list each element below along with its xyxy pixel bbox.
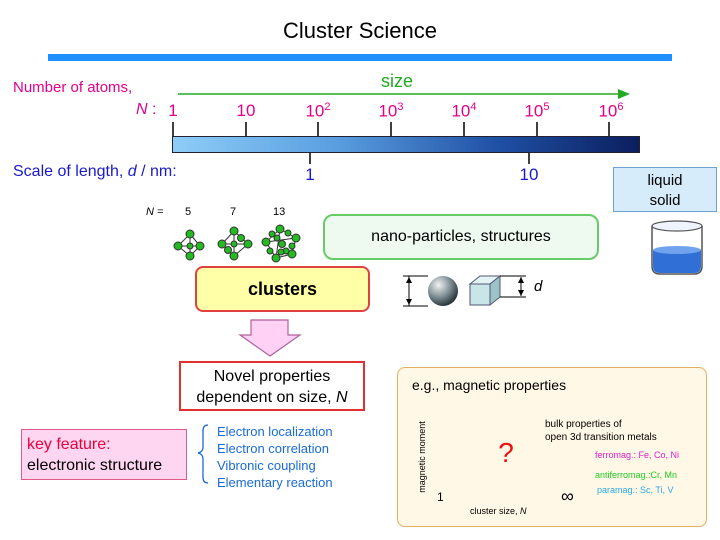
size-tick-label: 10 (236, 101, 256, 120)
antiferro-label: antiferromag.:Cr, Mn (595, 470, 678, 480)
particle-dimension-label: d (534, 278, 543, 295)
para-label: paramag.: Sc, Ti, V (597, 485, 674, 495)
cluster-size-label: 5 (185, 206, 192, 218)
list-item: Electron correlation (217, 441, 329, 456)
sphere-particle-icon (403, 275, 458, 307)
phase-solid-label: solid (649, 192, 681, 209)
size-tick-label: 1 (168, 101, 178, 120)
list-item: Elementary reaction (217, 475, 333, 490)
size-arrow-label: size (381, 71, 414, 91)
n-axis-symbol: N : (136, 101, 157, 118)
list-item: Vibronic coupling (217, 458, 316, 473)
atoms-axis-label: Number of atoms, (13, 79, 133, 96)
feature-brace-icon (197, 424, 209, 484)
size-arrow-head (618, 89, 630, 99)
down-arrow-icon (238, 319, 302, 357)
scale-gradient-bar (172, 136, 640, 153)
size-tick-label: 105 (524, 101, 550, 121)
question-mark: ? (498, 437, 514, 468)
phase-liquid-label: liquid (647, 172, 683, 189)
phase-box: liquid solid (613, 167, 717, 212)
list-item: Electron localization (217, 424, 333, 439)
x-axis-infinity-label: ∞ (561, 486, 574, 506)
size-tick-label: 103 (378, 101, 404, 121)
ferro-label: ferromag.: Fe, Co, Ni (595, 450, 680, 460)
title-underline-bar (48, 54, 672, 61)
bulk-properties-label: bulk properties of open 3d transition me… (545, 419, 657, 443)
length-ticks (309, 152, 530, 164)
size-ticks (172, 122, 610, 136)
cluster-5-icon (173, 229, 205, 261)
nano-particles-box: nano-particles, structures (323, 214, 599, 260)
magnetic-y-axis-label: magnetic moment (417, 421, 427, 493)
magnetic-panel-title: e.g., magnetic properties (412, 377, 567, 393)
cluster-13-icon (261, 224, 301, 263)
novel-properties-box: Novel properties dependent on size, N (179, 361, 365, 411)
x-axis-one-label: 1 (437, 490, 444, 504)
page-title: Cluster Science (282, 18, 438, 43)
key-feature-box: key feature: electronic structure (21, 429, 187, 480)
cluster-size-label: 7 (230, 206, 237, 218)
size-tick-label: 104 (451, 101, 477, 121)
cluster-size-label: 13 (273, 206, 286, 218)
length-tick-label: 10 (519, 165, 539, 184)
cluster-7-icon (217, 226, 253, 261)
cluster-n-prefix: N = (146, 206, 164, 218)
length-axis-label: Scale of length, d / nm: (13, 163, 177, 180)
beaker-icon (651, 220, 703, 275)
size-tick-label: 102 (305, 101, 331, 121)
cube-particle-icon (468, 274, 526, 307)
feature-list: Electron localization Electron correlati… (217, 423, 333, 491)
magnetic-properties-panel (397, 367, 707, 527)
magnetic-x-axis-label: cluster size, N (470, 506, 527, 516)
clusters-box: clusters (195, 266, 370, 312)
length-tick-label: 1 (305, 165, 315, 184)
size-tick-label: 106 (598, 101, 624, 121)
